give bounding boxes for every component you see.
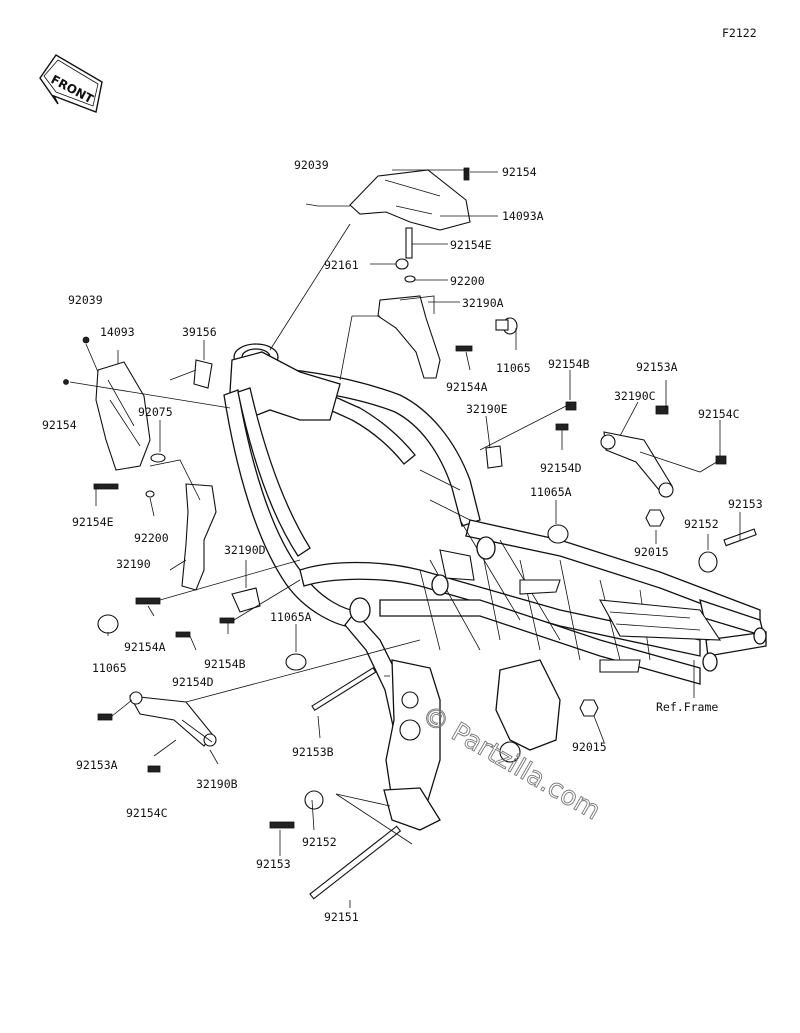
callout-label: 92154E xyxy=(72,515,114,529)
callout-label: 92153 xyxy=(256,857,291,871)
callout-label: 32190A xyxy=(462,296,504,310)
callout-label: 92154B xyxy=(548,357,590,371)
figure-id: F2122 xyxy=(722,26,757,40)
front-arrow-icon: FRONT xyxy=(39,54,103,113)
callout-label: 92075 xyxy=(138,405,173,419)
callout-label: 92154E xyxy=(450,238,492,252)
callout-label: 39156 xyxy=(182,325,217,339)
callout-label: 14093A xyxy=(502,209,544,223)
callout-label: 92154C xyxy=(126,806,168,820)
callout-label: 32190C xyxy=(614,389,656,403)
callout-label: 92154C xyxy=(698,407,740,421)
callout-label: 92161 xyxy=(324,258,359,272)
callout-label: 92154 xyxy=(502,165,537,179)
callout-label: 14093 xyxy=(100,325,135,339)
callout-label: 92015 xyxy=(572,740,607,754)
callout-label: 32190B xyxy=(196,777,238,791)
callout-label: 11065A xyxy=(530,485,572,499)
callout-label: 11065 xyxy=(92,661,127,675)
callout-label: 92153 xyxy=(728,497,763,511)
callout-label: 92154 xyxy=(42,418,77,432)
main-frame-drawing xyxy=(223,343,767,831)
ref-frame-label: Ref.Frame xyxy=(656,700,718,714)
callout-label: 92153A xyxy=(76,758,118,772)
callout-label: 32190 xyxy=(116,557,151,571)
callout-label: 11065 xyxy=(496,361,531,375)
callout-label: 92152 xyxy=(684,517,719,531)
callout-label: 92154B xyxy=(204,657,246,671)
callout-label: 92151 xyxy=(324,910,359,924)
callout-label: 92153A xyxy=(636,360,678,374)
callout-label: 11065A xyxy=(270,610,312,624)
callout-labels: 92039 92154 14093A 92154E 92161 92200 32… xyxy=(42,158,763,924)
callout-label: 92152 xyxy=(302,835,337,849)
callout-label: 92154D xyxy=(172,675,214,689)
callout-label: 92154A xyxy=(124,640,166,654)
callout-label: 92154D xyxy=(540,461,582,475)
parts-drawing xyxy=(63,167,757,900)
callout-label: 32190D xyxy=(224,543,266,557)
callout-label: 32190E xyxy=(466,402,508,416)
callout-label: 92154A xyxy=(446,380,488,394)
callout-label: 92200 xyxy=(450,274,485,288)
callout-label: 92039 xyxy=(68,293,103,307)
callout-label: 92200 xyxy=(134,531,169,545)
leader-lines xyxy=(69,169,741,908)
callout-label: 92153B xyxy=(292,745,334,759)
callout-label: 92039 xyxy=(294,158,329,172)
callout-label: 92015 xyxy=(634,545,669,559)
